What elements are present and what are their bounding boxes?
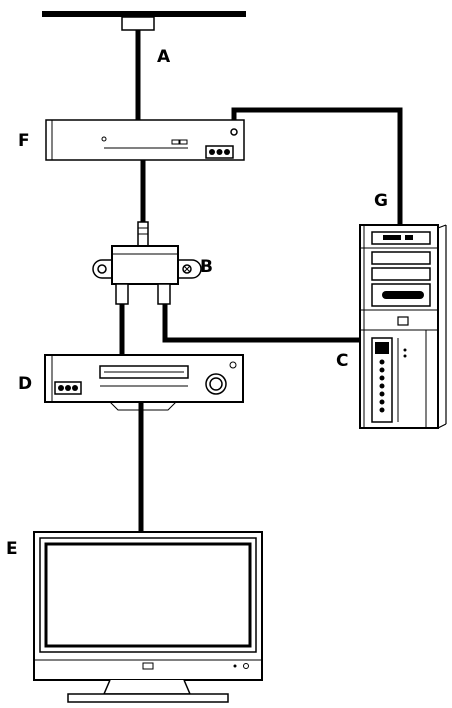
tower-side-bottom — [437, 423, 447, 429]
label-f: F — [18, 131, 30, 151]
device-e-television — [33, 531, 263, 703]
device-f-button-2 — [179, 139, 188, 145]
label-e: E — [6, 539, 18, 559]
splitter-input-connector — [137, 221, 149, 249]
device-f-jack-1 — [209, 149, 215, 155]
antenna-bar — [42, 11, 246, 17]
tv-stand-base — [67, 693, 229, 703]
antenna-mount — [42, 11, 246, 31]
device-f-out-port — [230, 128, 238, 136]
label-d: D — [18, 374, 32, 394]
splitter-out-right — [157, 283, 171, 305]
cable-splitter-to-c — [162, 300, 372, 343]
label-b: B — [200, 257, 213, 277]
splitter-body — [111, 245, 179, 285]
tower-card-reader — [375, 342, 389, 354]
device-d-foot — [109, 401, 177, 411]
device-d-dial-inner — [209, 377, 223, 391]
labels: A F G B C D E — [6, 47, 388, 559]
tower-drive-slot-1 — [383, 235, 401, 240]
tower-drive-bay-2 — [371, 251, 431, 265]
tower-indicator-2 — [403, 354, 407, 358]
tower-side-top — [437, 224, 447, 229]
splitter-mount-hole-left — [97, 264, 107, 274]
tower-optical-slot — [382, 291, 424, 299]
device-d-jack-2 — [65, 385, 71, 391]
tower-drive-bay-3 — [371, 267, 431, 281]
splitter-screw-slot-2 — [183, 265, 191, 273]
device-f-jack-2 — [216, 149, 223, 155]
tv-power-button — [243, 663, 249, 669]
tv-led — [233, 664, 237, 668]
device-f-jack-3 — [224, 149, 230, 155]
tower-logo — [397, 316, 409, 326]
device-d-jack-1 — [58, 385, 64, 391]
device-d-jack-3 — [72, 385, 78, 391]
tv-logo — [142, 662, 154, 670]
tower-indicator-1 — [403, 348, 407, 352]
tv-screen — [44, 542, 252, 648]
tv-stand-neck — [102, 679, 192, 695]
device-f-cable-box — [45, 119, 245, 161]
device-f-button-1 — [171, 139, 180, 145]
device-f-led — [101, 136, 107, 142]
tower-drive-button-1 — [405, 235, 413, 240]
label-g: G — [374, 191, 388, 211]
device-d-power-button — [229, 361, 237, 369]
splitter-out-left — [115, 283, 129, 305]
device-d-recorder — [44, 354, 244, 411]
label-c: C — [336, 351, 348, 371]
tower-port-column — [379, 359, 385, 413]
antenna-connector — [121, 16, 155, 31]
label-a: A — [157, 47, 171, 67]
device-b-splitter — [92, 221, 202, 305]
device-computer-tower — [359, 224, 447, 429]
